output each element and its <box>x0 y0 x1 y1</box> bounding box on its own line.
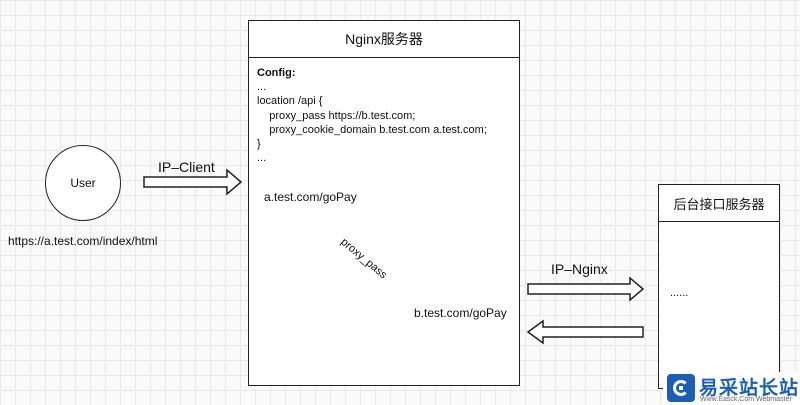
backend-server-box: 后台接口服务器 <box>658 184 780 389</box>
user-node: User <box>45 145 121 221</box>
arrow-backend-to-nginx <box>526 319 644 345</box>
user-label: User <box>70 176 96 190</box>
watermark-logo-icon <box>667 374 695 402</box>
nginx-server-box: Nginx服务器 <box>248 20 520 386</box>
backend-server-title: 后台接口服务器 <box>673 196 765 212</box>
nginx-config-block: Config: ... location /api { proxy_pass h… <box>257 66 487 165</box>
backend-body-text: ...... <box>670 287 689 299</box>
endpoint-b: b.test.com/goPay <box>414 306 507 320</box>
config-line: ... <box>257 81 267 94</box>
watermark-subtext: Www.Easck.Com Webmaster <box>700 396 792 403</box>
config-line: ... <box>257 152 267 165</box>
nginx-server-header: Nginx服务器 <box>249 21 519 58</box>
config-line: proxy_cookie_domain b.test.com a.test.co… <box>257 123 487 136</box>
backend-server-header: 后台接口服务器 <box>659 185 779 222</box>
endpoint-a: a.test.com/goPay <box>264 190 357 204</box>
arrow-nginx-label: IP–Nginx <box>551 261 608 277</box>
config-line: } <box>257 138 261 151</box>
watermark: 易采站长站 Www.Easck.Com Webmaster <box>663 372 800 405</box>
arrow-client-label: IP–Client <box>158 159 215 175</box>
user-url: https://a.test.com/index/html <box>8 234 158 248</box>
arrow-nginx-to-backend <box>527 276 645 302</box>
config-line: location /api { <box>257 95 323 108</box>
config-line: proxy_pass https://b.test.com; <box>257 109 416 122</box>
watermark-text: 易采站长站 <box>699 378 800 399</box>
nginx-server-title: Nginx服务器 <box>345 31 423 47</box>
config-title: Config: <box>257 67 296 79</box>
arrow-client-to-nginx <box>143 168 243 196</box>
